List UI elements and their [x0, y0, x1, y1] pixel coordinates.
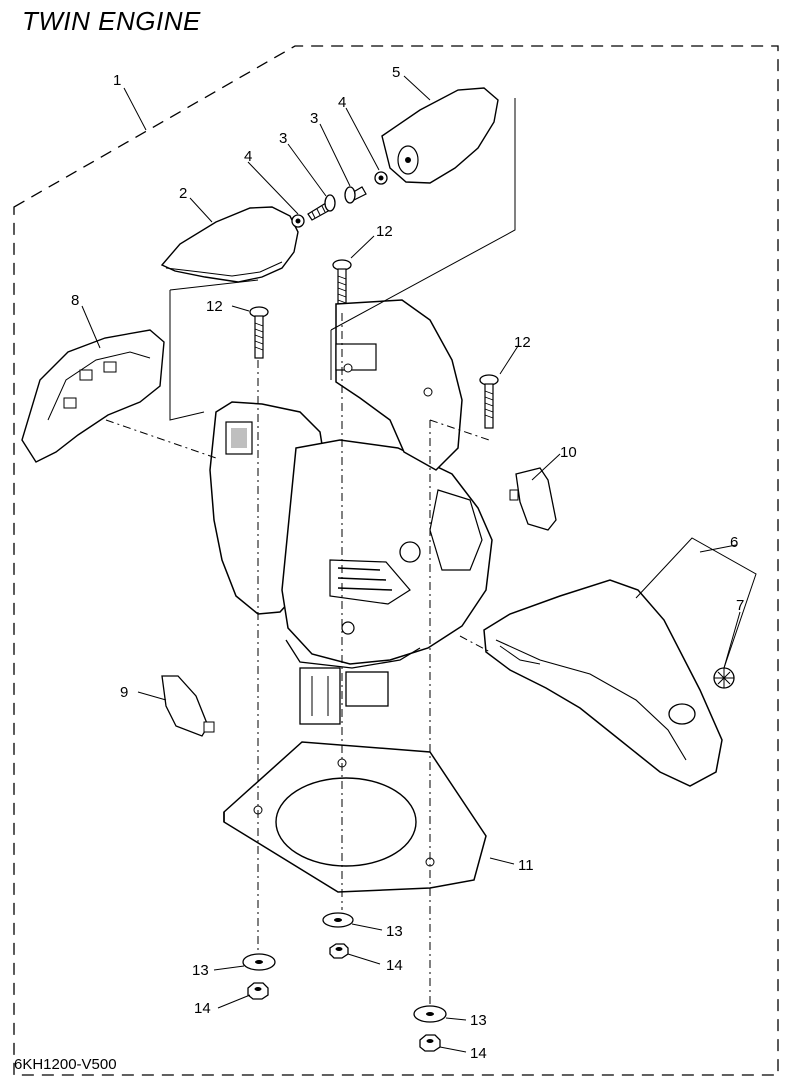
part-11-gasket[interactable]	[223, 741, 487, 893]
callout-13a: 13	[386, 923, 403, 940]
diagram-title: TWIN ENGINE	[22, 6, 201, 36]
callout-6: 6	[730, 534, 738, 551]
callout-8: 8	[71, 292, 79, 309]
leader-lines	[81, 75, 741, 1053]
part-9-cap[interactable]	[161, 675, 215, 737]
callout-2: 2	[179, 185, 187, 202]
callout-13b: 13	[192, 962, 209, 979]
part-3-screw-left[interactable]	[307, 194, 336, 221]
part-2-cover[interactable]	[160, 206, 299, 283]
part-12-screw-right[interactable]	[479, 374, 499, 429]
binnacle-body	[209, 299, 493, 725]
part-14-nut-center[interactable]	[329, 943, 349, 959]
part-13-washer-right[interactable]	[413, 1005, 447, 1023]
part-4-washer-right[interactable]	[374, 171, 388, 185]
callout-14b: 14	[194, 1000, 211, 1017]
part-10-cap[interactable]	[509, 467, 557, 531]
part-14-nut-right[interactable]	[419, 1034, 441, 1052]
part-7-grommet[interactable]	[713, 667, 735, 689]
callout-14c: 14	[470, 1045, 487, 1062]
part-5-cover[interactable]	[381, 87, 499, 184]
part-13-washer-center[interactable]	[322, 912, 354, 928]
drawing-code: 6KH1200-V500	[14, 1056, 117, 1073]
part-4-washer-left[interactable]	[291, 214, 305, 228]
part-13-washer-left[interactable]	[242, 953, 276, 971]
part-3-screw-right[interactable]	[344, 186, 367, 204]
part-12-screw-top[interactable]	[332, 259, 352, 314]
callout-4b: 4	[338, 94, 346, 111]
part-12-screw-left[interactable]	[249, 306, 269, 359]
callout-10: 10	[560, 444, 577, 461]
part-14-nut-left[interactable]	[247, 982, 269, 1000]
assembly-boundary	[13, 45, 779, 1076]
callout-5: 5	[392, 64, 400, 81]
part-8-panel[interactable]	[21, 329, 165, 463]
callout-12c: 12	[514, 334, 531, 351]
callout-3b: 3	[310, 110, 318, 127]
callout-1: 1	[113, 72, 121, 89]
part-6-cover[interactable]	[483, 579, 723, 787]
callout-11: 11	[518, 857, 534, 874]
guide-lines	[105, 98, 757, 1005]
callout-9: 9	[120, 684, 128, 701]
callout-12a: 12	[376, 223, 393, 240]
callout-12b: 12	[206, 298, 223, 315]
callout-14a: 14	[386, 957, 403, 974]
callout-13c: 13	[470, 1012, 487, 1029]
callout-4a: 4	[244, 148, 252, 165]
callout-7: 7	[736, 597, 744, 614]
callout-labels: 1 2 4 3 3 4 5 12 8 12 12 10 6 7 9 11 13 …	[71, 64, 744, 1062]
callout-3a: 3	[279, 130, 287, 147]
